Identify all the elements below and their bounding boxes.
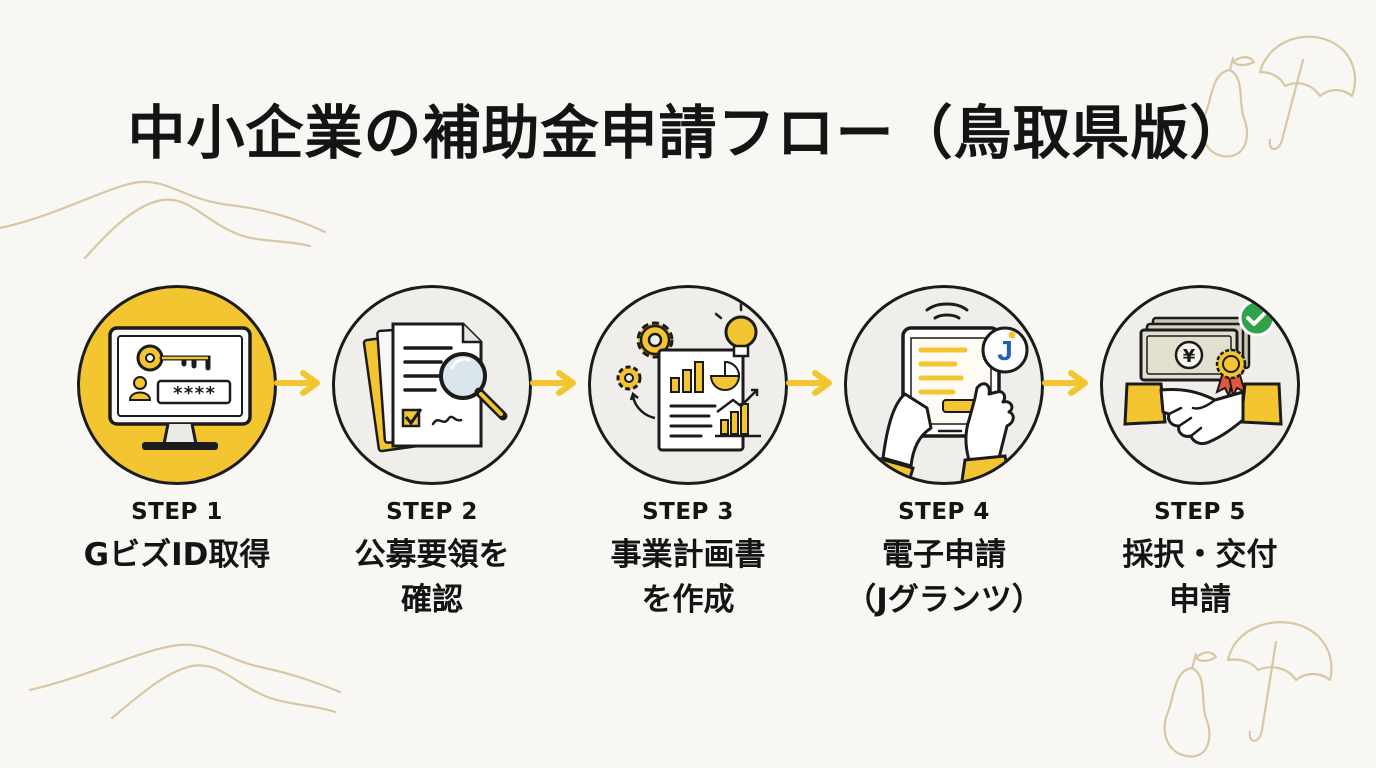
step-5-name: 採択・交付 申請 (1122, 537, 1278, 618)
monitor-key-icon: **** (108, 326, 252, 450)
step-1-label: STEP 1 (131, 499, 223, 525)
step-4-name: 電子申請 （Jグランツ） (845, 537, 1043, 618)
arrow-right-icon (1042, 370, 1088, 396)
tablet-application-icon: J (869, 302, 1029, 482)
password-mask-text: **** (172, 383, 215, 404)
handshake-money-icon: ¥ (1123, 299, 1283, 446)
wifi-icon (925, 302, 969, 320)
step-3-circle (588, 285, 788, 485)
step-5-circle: ¥ (1100, 285, 1300, 485)
document-magnifier-icon (362, 322, 508, 453)
step-3-label: STEP 3 (642, 499, 734, 525)
step-1: **** STEP 1 GビズID取得 (47, 285, 307, 578)
arrow-right-icon (530, 370, 576, 396)
step-5-label: STEP 5 (1154, 499, 1246, 525)
step-4: J STEP 4 電子申請 （Jグランツ） (814, 285, 1074, 623)
arrow-right-icon (274, 370, 320, 396)
step-3: STEP 3 事業計画書 を作成 (558, 285, 818, 623)
step-2-label: STEP 2 (386, 499, 478, 525)
step-4-label: STEP 4 (898, 499, 990, 525)
step-1-circle: **** (77, 285, 277, 485)
gear-icon (616, 365, 642, 391)
page-title: 中小企業の補助金申請フロー（鳥取県版） (127, 99, 1249, 167)
step-4-circle: J (844, 285, 1044, 485)
step-2-circle (332, 285, 532, 485)
business-plan-icon (616, 302, 768, 452)
check-badge-icon (1238, 299, 1276, 337)
step-2-name: 公募要領を 確認 (354, 537, 510, 618)
step-2: STEP 2 公募要領を 確認 (302, 285, 562, 623)
award-rosette-icon (1215, 348, 1247, 400)
jgrants-logo-letter: J (997, 335, 1013, 366)
yen-symbol: ¥ (1183, 346, 1196, 367)
lightbulb-icon (714, 302, 768, 358)
step-1-name: GビズID取得 (83, 537, 271, 573)
step-5: ¥ STEP 5 採択・交付 申請 (1070, 285, 1330, 623)
arrow-right-icon (786, 370, 832, 396)
step-3-name: 事業計画書 を作成 (610, 537, 766, 618)
